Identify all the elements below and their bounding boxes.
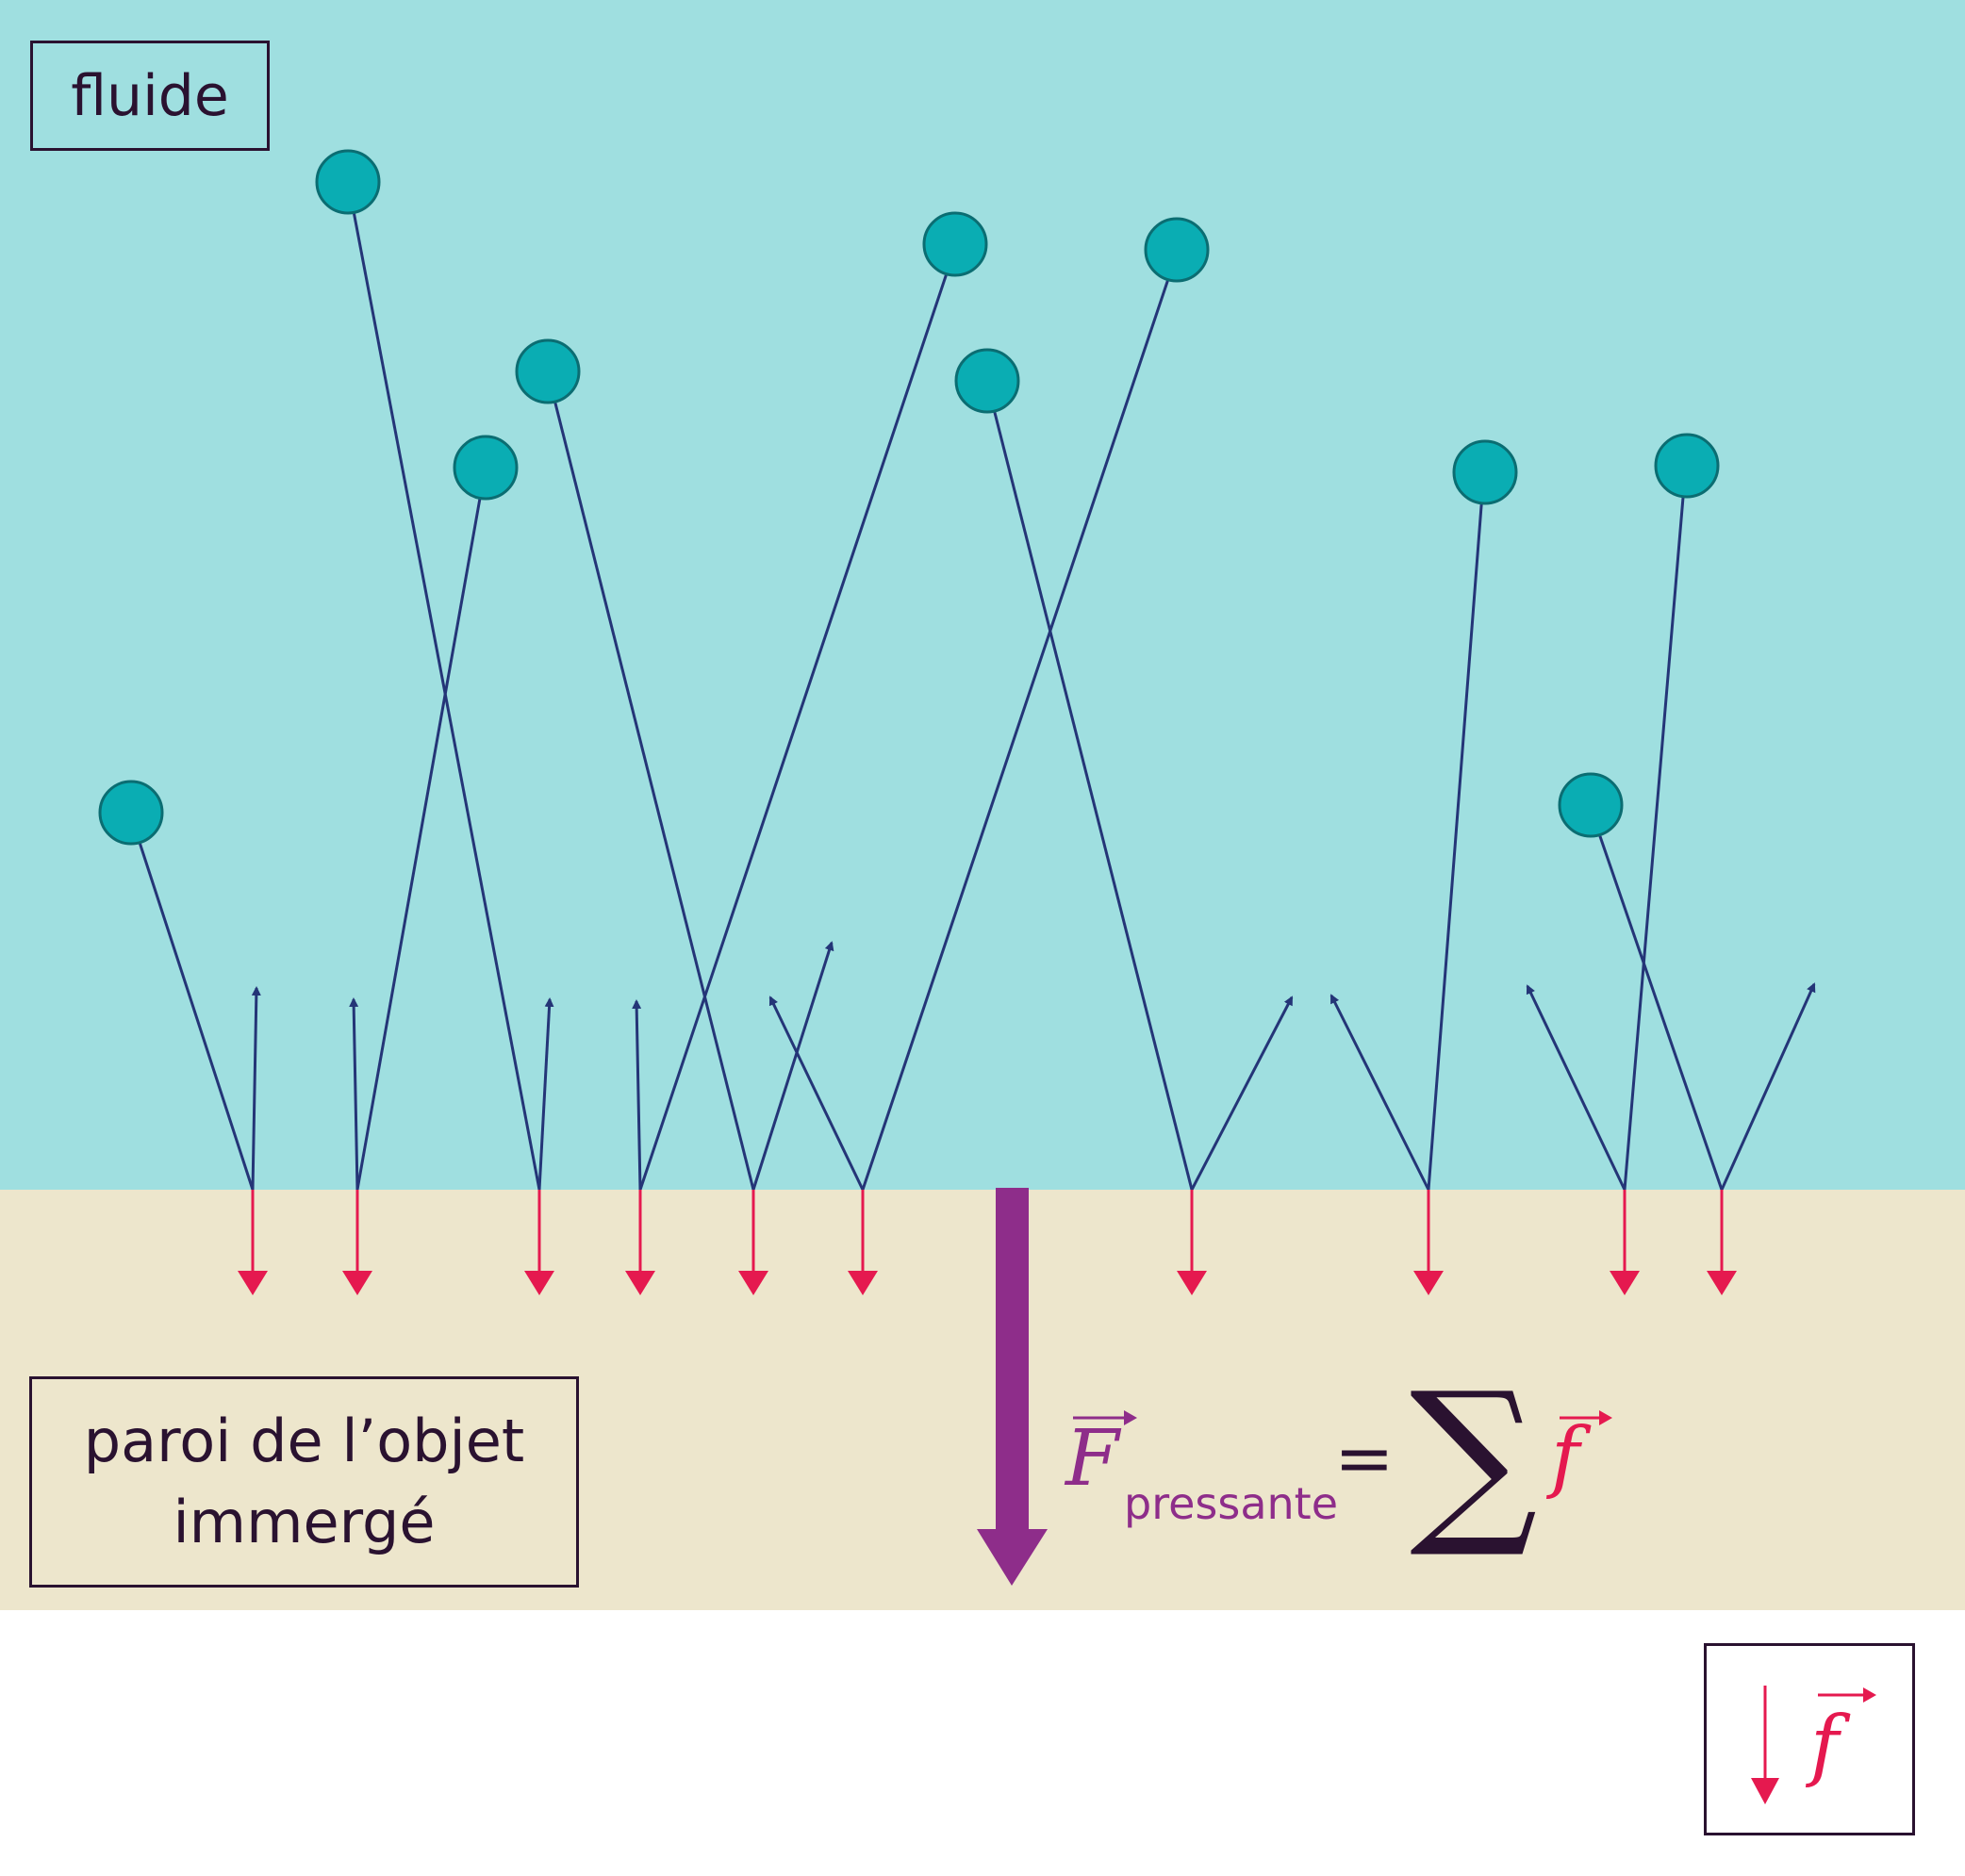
fluid-particle: [1654, 433, 1720, 499]
particle-trajectories: [131, 190, 1816, 1191]
equals-sign: =: [1334, 1416, 1395, 1500]
elementary-force-arrow: [238, 1190, 268, 1295]
fluid-particle: [1144, 217, 1210, 283]
vector-arrow-icon: [1073, 1410, 1137, 1425]
sum-symbol: ∑: [1410, 1354, 1538, 1562]
fluid-label: fluide: [30, 41, 270, 151]
elementary-force-arrow: [625, 1190, 655, 1295]
incoming-trajectory: [348, 190, 541, 1191]
rebound-arrow: [537, 997, 554, 1191]
wall-label-line2: immergé: [173, 1488, 436, 1556]
elementary-force-arrow: [342, 1190, 372, 1295]
rebound-arrow: [1190, 996, 1294, 1191]
rebound-arrow: [1526, 984, 1626, 1191]
incoming-trajectory: [131, 821, 255, 1191]
resultant-force-subscript: pressante: [1124, 1478, 1339, 1529]
legend-box: f: [1704, 1643, 1915, 1835]
rebound-arrow: [632, 999, 642, 1191]
fluid-particle: [922, 211, 988, 277]
incoming-trajectory: [638, 253, 955, 1191]
fluid-particles: [98, 149, 1720, 846]
fluid-region: [0, 0, 1965, 1190]
elementary-force-arrow: [848, 1190, 878, 1295]
elementary-force-arrow: [1707, 1190, 1737, 1295]
vector-arrow-icon: [1818, 1687, 1876, 1703]
fluid-particle: [453, 435, 519, 501]
rebound-arrow: [751, 941, 834, 1191]
elementary-force-symbol: f: [1551, 1412, 1580, 1502]
fluid-particle: [1452, 439, 1518, 505]
incoming-trajectory: [548, 380, 755, 1191]
rebound-arrow: [349, 997, 359, 1191]
elementary-forces: [238, 1190, 1737, 1295]
fluid-particle: [98, 780, 164, 846]
vector-arrow-icon: [1560, 1410, 1612, 1425]
elementary-force-arrow: [1610, 1190, 1640, 1295]
fluid-particle: [1558, 772, 1624, 838]
resultant-force-symbol: F: [1065, 1414, 1119, 1504]
wall-label-line1: paroi de l’objet: [83, 1407, 525, 1475]
incoming-trajectory: [1623, 474, 1687, 1191]
fluid-particle: [954, 348, 1020, 414]
rebound-arrow: [1329, 994, 1430, 1191]
wall-region: [0, 1190, 1965, 1610]
rebound-arrow: [251, 986, 261, 1191]
legend-force-symbol: f: [1810, 1701, 1840, 1790]
incoming-trajectory: [861, 258, 1177, 1191]
elementary-force-arrow: [1413, 1190, 1444, 1295]
incoming-trajectory: [1591, 814, 1724, 1191]
pressure-force-formula: F pressante = ∑ f: [1065, 1369, 1650, 1565]
rebound-arrow: [768, 996, 865, 1191]
elementary-force-arrow: [738, 1190, 768, 1295]
elementary-force-arrow: [524, 1190, 554, 1295]
down-arrow-icon: [1751, 1686, 1779, 1804]
fluid-particle: [515, 338, 581, 404]
wall-label: paroi de l’objet immergé: [29, 1376, 579, 1588]
fluid-label-text: fluide: [71, 62, 229, 129]
resultant-force-arrow: [977, 1188, 1048, 1586]
elementary-force-arrow: [1177, 1190, 1207, 1295]
fluid-particle: [315, 149, 381, 215]
incoming-trajectory: [355, 476, 486, 1191]
incoming-trajectory: [1427, 481, 1485, 1191]
incoming-trajectory: [987, 389, 1194, 1191]
rebound-arrow: [1720, 982, 1816, 1191]
